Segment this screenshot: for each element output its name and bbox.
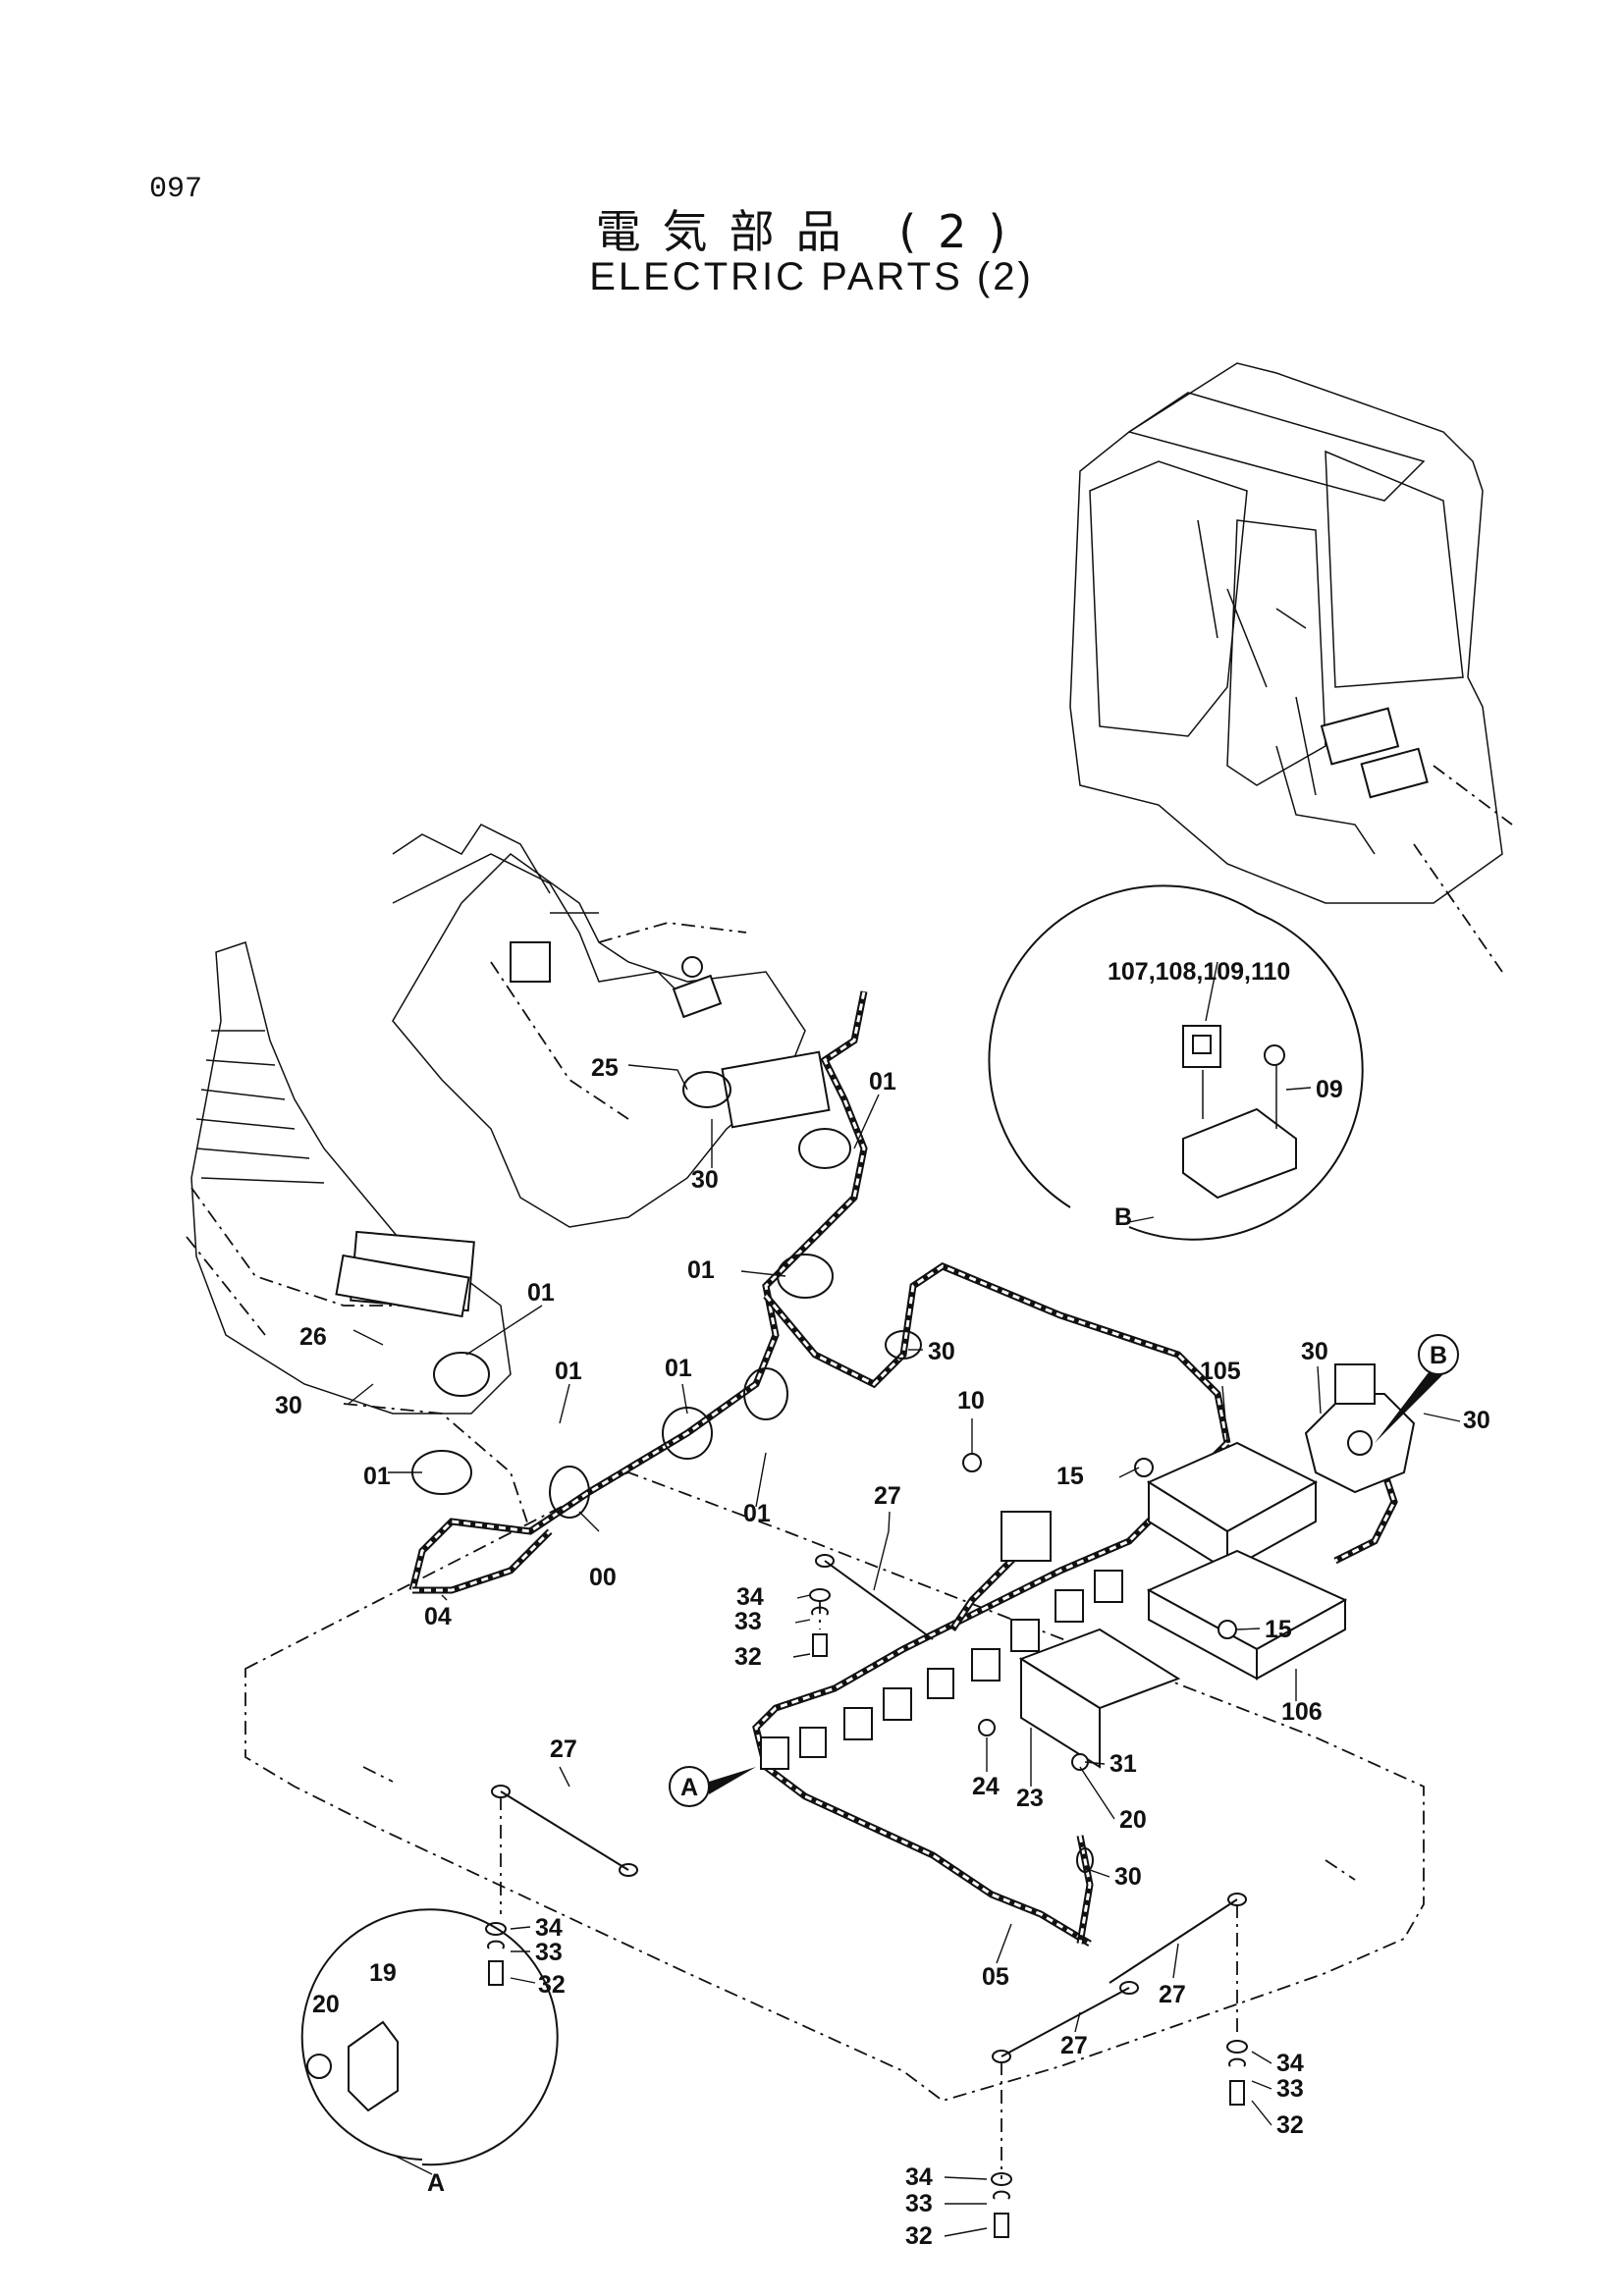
callout-01: 01 [869,1068,896,1095]
marker-b-letter: B [1430,1342,1447,1369]
callout-01: 01 [743,1500,771,1527]
callout-31: 31 [1109,1750,1137,1778]
callout-fuse-range: 107,108,109,110 [1108,958,1290,986]
page-number: 097 [149,173,203,206]
callout-105: 105 [1200,1358,1241,1385]
callout-34: 34 [905,2163,933,2191]
marker-b: B [1375,1334,1459,1443]
callout-01: 01 [665,1355,692,1382]
callout-15: 15 [1056,1463,1084,1490]
callout-01: 01 [527,1279,555,1307]
callout-33: 33 [734,1608,762,1635]
floor-plate-edge [362,1766,1356,1881]
detail-a-label-20: 20 [312,1991,340,2018]
leader-lines [348,961,1461,2237]
left-control-console [186,941,531,1532]
callout-09: 09 [1316,1076,1343,1103]
right-control-console [392,824,831,1228]
callout-27: 27 [1060,2032,1088,2059]
detail-a-letter: A [427,2169,445,2197]
callout-27: 27 [874,1482,901,1510]
callout-25: 25 [591,1054,619,1082]
callout-33: 33 [905,2190,933,2217]
callout-01: 01 [363,1463,391,1490]
callout-30: 30 [691,1166,719,1194]
callout-10: 10 [957,1387,985,1415]
callout-30: 30 [928,1338,955,1365]
callout-27: 27 [1159,1981,1186,2008]
callout-01: 01 [687,1256,715,1284]
ground-straps [491,1554,1247,2063]
callout-labels: 25 01 30 01 26 01 30 01 01 01 01 00 04 3… [275,958,1490,2250]
marker-a-letter: A [680,1774,698,1801]
callout-34: 34 [535,1914,563,1942]
callout-32: 32 [1276,2111,1304,2139]
detail-a-label-19: 19 [369,1959,397,1987]
callout-01: 01 [555,1358,582,1385]
relay-row [760,1511,1123,1770]
callout-15: 15 [1265,1616,1292,1643]
callout-33: 33 [1276,2075,1304,2103]
callout-33: 33 [535,1939,563,1966]
harness-clamps [411,1071,1094,1873]
callout-26: 26 [299,1323,327,1351]
operator-cab [1069,362,1513,973]
detail-b-letter: B [1114,1203,1132,1231]
callout-30: 30 [275,1392,302,1419]
callout-32: 32 [734,1643,762,1671]
callout-23: 23 [1016,1785,1044,1812]
callout-24: 24 [972,1773,1000,1800]
marker-a: A [669,1766,756,1807]
callout-00: 00 [589,1564,617,1591]
callout-30: 30 [1463,1407,1490,1434]
callout-32: 32 [538,1971,566,1999]
callout-32: 32 [905,2222,933,2250]
callout-106: 106 [1281,1698,1323,1726]
page-title-english: ELECTRIC PARTS (2) [589,255,1034,298]
callout-05: 05 [982,1963,1009,1991]
callout-30: 30 [1114,1863,1142,1891]
fuse-box-assembly [1304,1363,1416,1494]
callout-34: 34 [1276,2050,1304,2077]
callout-20: 20 [1119,1806,1147,1834]
controller-units [1018,1441,1348,1769]
detail-b-circle [988,884,1364,1241]
callout-34: 34 [736,1583,764,1611]
callout-27: 27 [550,1735,577,1763]
bolt-washer-stacks [485,1453,1248,2238]
callout-30: 30 [1301,1338,1328,1365]
page-title-japanese: 電気部品 (2) [595,205,1028,258]
detail-a-circle [300,1908,559,2166]
callout-04: 04 [424,1603,452,1630]
